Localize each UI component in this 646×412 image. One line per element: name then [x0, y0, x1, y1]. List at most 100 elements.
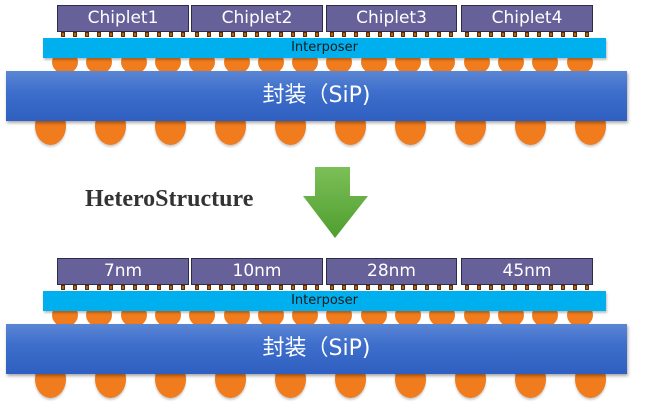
- micro-bump: [561, 32, 565, 37]
- micro-bump: [145, 32, 149, 37]
- micro-bump: [133, 285, 137, 290]
- micro-bump: [267, 285, 271, 290]
- micro-bump: [341, 285, 346, 290]
- micro-bump: [97, 285, 101, 290]
- micro-bump: [585, 285, 589, 290]
- micro-bump: [109, 32, 113, 37]
- micro-bump: [413, 285, 418, 290]
- micro-bump: [255, 285, 259, 290]
- micro-bump: [489, 285, 493, 290]
- micro-bump: [425, 285, 430, 290]
- micro-bump: [489, 32, 493, 37]
- micro-bump: [401, 32, 406, 37]
- micro-bump: [61, 285, 65, 290]
- chiplet-7nm: 7nm: [57, 258, 189, 285]
- micro-bump: [353, 32, 358, 37]
- sip-package-substrate: 封装（SiP): [6, 71, 627, 121]
- micro-bump: [389, 32, 394, 37]
- micro-bump: [267, 32, 271, 37]
- micro-bump: [465, 285, 469, 290]
- micro-bump: [501, 285, 505, 290]
- micro-bump: [377, 285, 382, 290]
- chiplet-2: Chiplet2: [191, 5, 323, 32]
- micro-bump: [291, 32, 295, 37]
- micro-bump: [121, 32, 125, 37]
- heterostructure-label: HeteroStructure: [85, 186, 254, 212]
- micro-bump: [537, 285, 541, 290]
- micro-bump: [525, 32, 529, 37]
- micro-bump: [133, 32, 137, 37]
- chiplet-28nm: 28nm: [326, 258, 457, 285]
- micro-bump: [169, 32, 173, 37]
- micro-bump: [219, 32, 223, 37]
- micro-bump: [353, 285, 358, 290]
- micro-bump: [109, 285, 113, 290]
- micro-bump: [573, 285, 577, 290]
- micro-bump: [315, 285, 319, 290]
- micro-bump: [73, 32, 77, 37]
- micro-bump: [303, 32, 307, 37]
- micro-bump: [61, 32, 65, 37]
- micro-bumps: [0, 32, 646, 38]
- chiplet-1: Chiplet1: [57, 5, 189, 32]
- micro-bump: [121, 285, 125, 290]
- micro-bump: [291, 285, 295, 290]
- micro-bump: [513, 285, 517, 290]
- micro-bump: [207, 285, 211, 290]
- micro-bump: [425, 32, 430, 37]
- micro-bump: [330, 285, 334, 290]
- micro-bump: [549, 32, 553, 37]
- micro-bump: [243, 285, 247, 290]
- micro-bump: [207, 32, 211, 37]
- micro-bump: [449, 32, 453, 37]
- micro-bump: [365, 285, 370, 290]
- micro-bump: [465, 32, 469, 37]
- micro-bump: [279, 32, 283, 37]
- micro-bump: [341, 32, 346, 37]
- bottom-package-stack: 7nm 10nm 28nm 45nm Interposer 封装（SiP): [0, 253, 646, 403]
- interposer: Interposer: [43, 38, 606, 58]
- micro-bump: [219, 285, 223, 290]
- micro-bump: [437, 285, 442, 290]
- micro-bump: [169, 285, 173, 290]
- micro-bump: [449, 285, 453, 290]
- sip-package-substrate: 封装（SiP): [6, 324, 627, 374]
- chiplet-10nm: 10nm: [191, 258, 323, 285]
- arrow-down-icon: [303, 167, 368, 238]
- chiplet-4: Chiplet4: [461, 5, 593, 32]
- micro-bump: [303, 285, 307, 290]
- micro-bump: [513, 32, 517, 37]
- top-package-stack: Chiplet1 Chiplet2 Chiplet3 Chiplet4 Inte…: [0, 0, 646, 150]
- micro-bump: [85, 32, 89, 37]
- micro-bump: [537, 32, 541, 37]
- chiplet-45nm: 45nm: [461, 258, 593, 285]
- micro-bump: [501, 32, 505, 37]
- micro-bump: [525, 285, 529, 290]
- micro-bump: [365, 32, 370, 37]
- micro-bump: [315, 32, 319, 37]
- micro-bump: [401, 285, 406, 290]
- interposer: Interposer: [43, 291, 606, 311]
- micro-bump: [181, 285, 185, 290]
- chiplet-3: Chiplet3: [326, 5, 457, 32]
- micro-bump: [231, 285, 235, 290]
- micro-bump: [573, 32, 577, 37]
- micro-bump: [437, 32, 442, 37]
- micro-bump: [181, 32, 185, 37]
- micro-bump: [85, 285, 89, 290]
- micro-bump: [413, 32, 418, 37]
- micro-bump: [279, 285, 283, 290]
- micro-bump: [330, 32, 334, 37]
- micro-bump: [389, 285, 394, 290]
- micro-bump: [585, 32, 589, 37]
- micro-bump: [549, 285, 553, 290]
- micro-bump: [477, 32, 481, 37]
- micro-bump: [97, 32, 101, 37]
- micro-bump: [243, 32, 247, 37]
- micro-bump: [157, 32, 161, 37]
- micro-bump: [561, 285, 565, 290]
- micro-bump: [157, 285, 161, 290]
- micro-bump: [477, 285, 481, 290]
- micro-bump: [145, 285, 149, 290]
- micro-bump: [377, 32, 382, 37]
